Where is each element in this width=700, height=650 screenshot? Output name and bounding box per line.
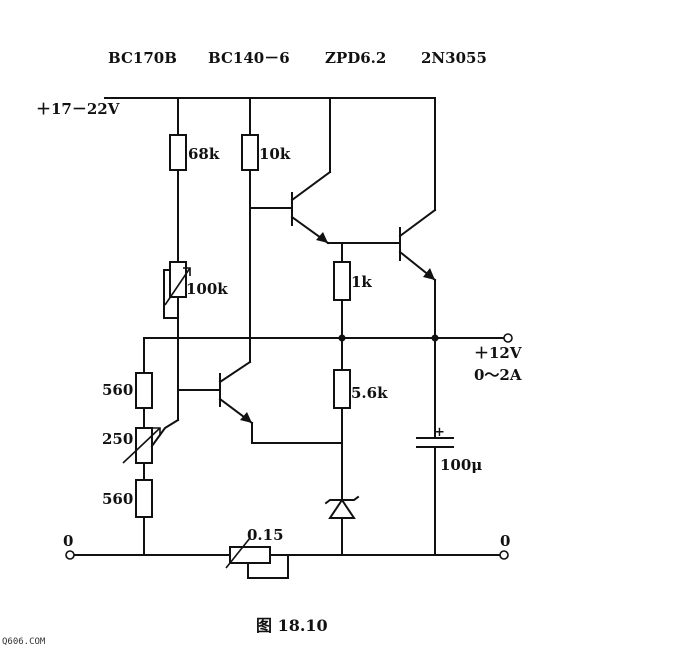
junction-dot-1 <box>338 334 346 342</box>
output-voltage-label: ＋12V <box>474 344 522 362</box>
resistor-68k <box>169 134 187 171</box>
pot-100k-arrowhead <box>183 267 191 276</box>
ground-label-left: 0 <box>63 532 74 550</box>
resistor-560-bottom <box>135 479 153 518</box>
label-2n3055: 2N3055 <box>421 49 487 67</box>
label-560-top: 560 <box>102 381 134 399</box>
zener-bar <box>324 495 360 505</box>
resistor-560-top <box>135 372 153 409</box>
label-0.15: 0.15 <box>247 526 284 544</box>
t3-emitter-arrow <box>423 268 435 280</box>
pot-250-arrow <box>122 427 161 464</box>
label-bc170b: BC170B <box>108 49 177 67</box>
input-voltage-label: ＋17－22V <box>36 100 120 118</box>
label-68k: 68k <box>188 145 220 163</box>
watermark: Q606.COM <box>2 637 46 647</box>
pot-250-wiper <box>150 418 180 448</box>
ground-terminal-right <box>499 550 509 560</box>
label-zpd6.2: ZPD6.2 <box>325 49 387 67</box>
label-5.6k: 5.6k <box>351 384 388 402</box>
label-560-bottom: 560 <box>102 490 134 508</box>
t1-collector <box>218 360 252 384</box>
capacitor-polarity-label: + <box>434 425 445 440</box>
t1-emitter-arrow <box>240 412 252 423</box>
ground-terminal-left <box>65 550 75 560</box>
figure-caption: 图 18.10 <box>256 616 328 635</box>
label-bc140: BC140－6 <box>208 49 290 67</box>
t1-emitter-wire <box>251 422 343 444</box>
label-10k: 10k <box>259 145 291 163</box>
ground-label-right: 0 <box>500 532 511 550</box>
junction-dot-2 <box>431 334 439 342</box>
zener-diode <box>328 498 356 519</box>
t2-collector <box>290 170 332 202</box>
pot-100k-arrow <box>164 267 191 306</box>
resistor-1k <box>333 261 351 301</box>
label-100k: 100k <box>186 280 228 298</box>
resistor-5.6k <box>333 369 351 409</box>
t2-emitter-arrow <box>316 232 328 243</box>
resistor-10k <box>241 134 259 171</box>
label-100u: 100μ <box>440 456 483 474</box>
label-250: 250 <box>102 430 134 448</box>
t3-collector <box>398 208 437 238</box>
sense-resistor-arrow <box>225 537 251 569</box>
output-current-label: 0～2A <box>474 366 522 384</box>
potentiometer-250 <box>135 427 153 464</box>
output-terminal <box>503 333 513 343</box>
label-1k: 1k <box>351 273 372 291</box>
pot-100k-wiper-loop <box>163 269 179 319</box>
